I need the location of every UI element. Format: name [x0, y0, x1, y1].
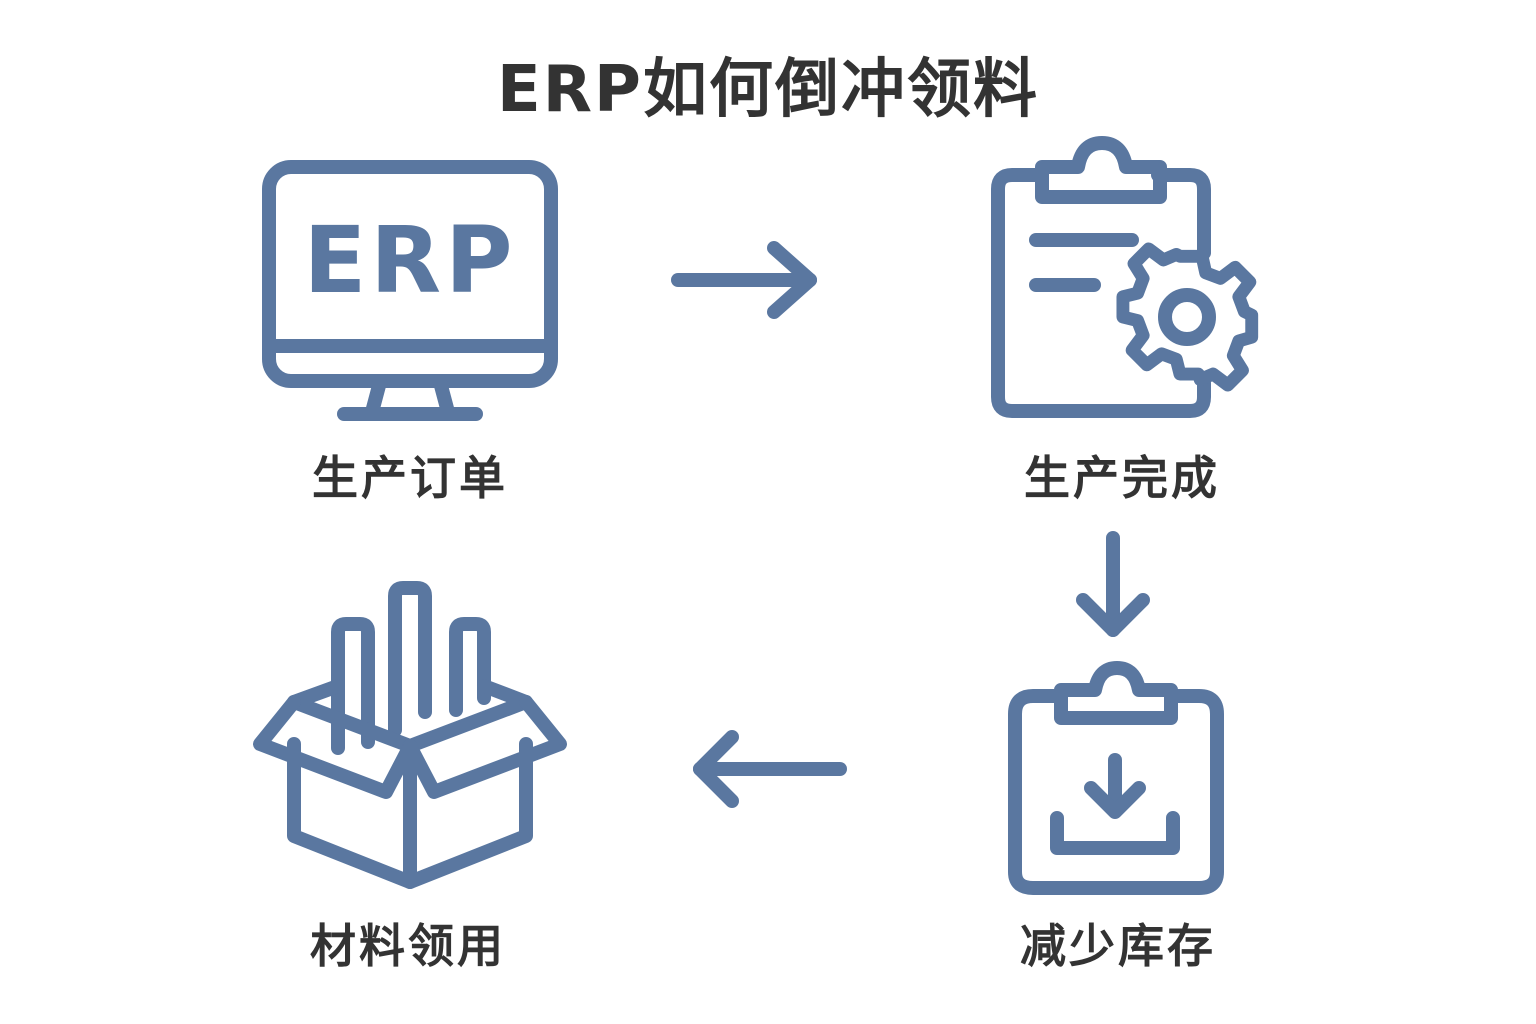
step-label-production-order: 生产订单 — [312, 451, 508, 505]
diagram-title: ERP如何倒冲领料 — [497, 53, 1039, 127]
step-label-production-complete: 生产完成 — [1024, 451, 1220, 505]
clipboard-gear-icon — [991, 136, 1259, 418]
step-label-reduce-inventory: 减少库存 — [1020, 919, 1216, 973]
erp-screen-text: ERP — [303, 207, 516, 314]
arrow-down-icon — [1076, 531, 1150, 637]
arrow-left-icon — [693, 730, 847, 808]
open-box-icon — [253, 581, 567, 889]
computer-monitor-erp-icon: ERP — [262, 160, 558, 421]
clipboard-download-icon — [1008, 661, 1224, 895]
step-label-material-issue: 材料领用 — [310, 919, 506, 973]
arrow-right-icon — [671, 241, 817, 319]
